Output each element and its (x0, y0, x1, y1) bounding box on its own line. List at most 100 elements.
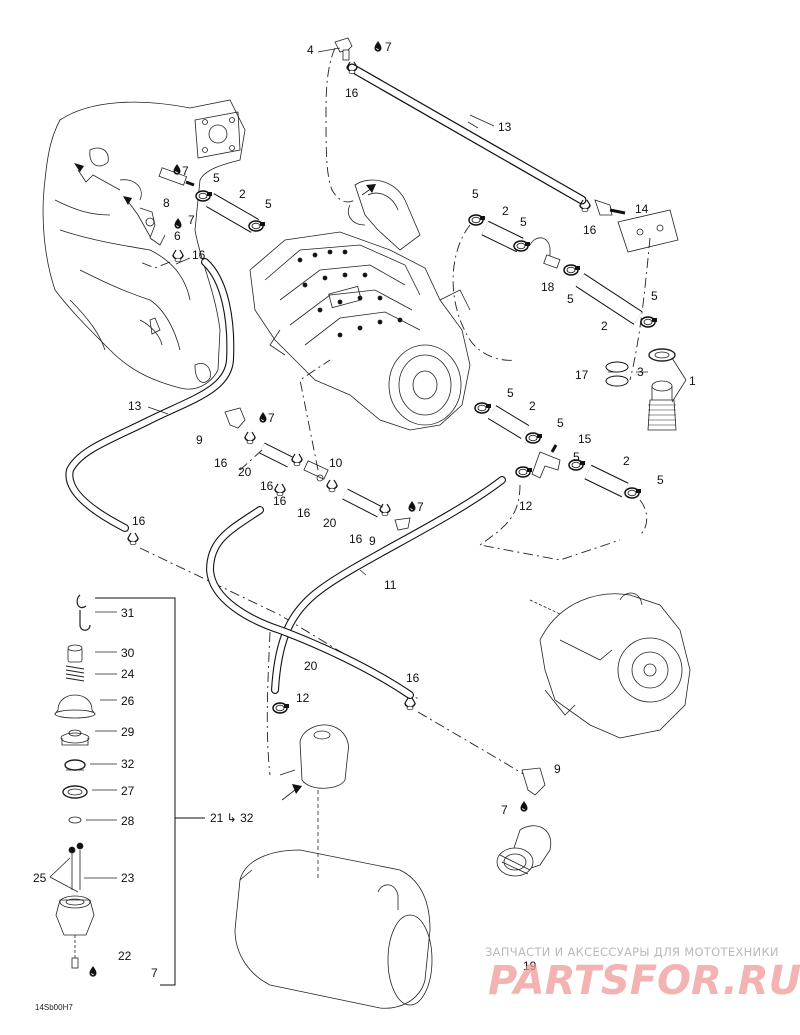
clamp-5 (563, 264, 581, 276)
callout-3: 3 (637, 365, 644, 379)
arrow-icon (281, 784, 302, 801)
callout-9: 9 (554, 762, 561, 776)
callout-18: 18 (541, 280, 555, 294)
watermark-tagline: ЗАПЧАСТИ И АКСЕССУАРЫ ДЛЯ МОТОТЕХНИКИ (485, 945, 779, 959)
hose-2-e (584, 464, 629, 498)
callout-16: 16 (132, 514, 146, 528)
clamp-16 (291, 453, 303, 467)
callout-6: 6 (174, 229, 181, 243)
callout-7: 7 (417, 500, 424, 514)
callout-2: 2 (601, 319, 608, 333)
loctite-drop-icon (173, 163, 181, 176)
clamp-16 (379, 503, 391, 517)
group-bracket (95, 597, 176, 986)
callout-12: 12 (296, 691, 310, 705)
callout-16: 16 (345, 86, 359, 100)
callout-5: 5 (507, 386, 514, 400)
callout-5: 5 (651, 289, 658, 303)
callout-16: 16 (260, 479, 274, 493)
fitting-6 (139, 207, 166, 246)
arrow-icon (74, 163, 153, 241)
callout-13: 13 (128, 399, 142, 413)
hose-2-b (481, 220, 524, 253)
callout-17: 17 (575, 368, 589, 382)
callout-16: 16 (406, 671, 420, 685)
callout-4: 4 (307, 43, 314, 57)
callout-5: 5 (520, 215, 527, 229)
loctite-drop-icon (374, 40, 382, 53)
drawing-reference-code: 14Sb00H7 (35, 1003, 73, 1012)
callout-30: 30 (121, 646, 135, 660)
arrow-icon (361, 184, 376, 196)
clamp-5 (624, 487, 642, 499)
leader-lines (49, 47, 687, 893)
callout-23: 23 (121, 871, 135, 885)
callout-16: 16 (583, 223, 597, 237)
hose-2-c (575, 273, 643, 325)
callout-16: 16 (297, 506, 311, 520)
callout-5: 5 (265, 197, 272, 211)
hose-2-d (487, 405, 530, 439)
callout-28: 28 (121, 814, 135, 828)
callout-labels: 4 7 16 13 7 8 5 2 5 7 6 16 5 2 5 18 5 14… (33, 40, 696, 980)
callout-22: 22 (118, 949, 132, 963)
hose-13-left (65, 258, 235, 532)
loctite-drop-icon (89, 965, 97, 978)
callout-7: 7 (385, 40, 392, 54)
callout-11: 11 (384, 578, 397, 592)
callout-5: 5 (213, 171, 220, 185)
callout-2: 2 (529, 399, 536, 413)
callout-8: 8 (163, 196, 170, 210)
callout-14: 14 (635, 202, 649, 216)
callout-2: 2 (239, 187, 246, 201)
callout-7: 7 (501, 803, 508, 817)
callout-2: 2 (623, 454, 630, 468)
callout-16: 16 (192, 248, 206, 262)
callout-2: 2 (502, 204, 509, 218)
callout-5: 5 (472, 187, 479, 201)
callout-16: 16 (273, 494, 287, 508)
hose-2-a (205, 193, 260, 233)
outlet-elbow (496, 825, 552, 877)
callout-9: 9 (196, 433, 203, 447)
leader-line (629, 237, 651, 381)
clamp-16 (244, 431, 256, 445)
clamp-5 (513, 240, 531, 252)
callout-16: 16 (349, 532, 363, 546)
exhaust-manifold (42, 99, 246, 390)
callout-32: 32 (121, 757, 135, 771)
callout-1: 1 (689, 374, 696, 388)
callout-5: 5 (557, 416, 564, 430)
callout-9: 9 (369, 534, 376, 548)
clamp-12 (515, 466, 533, 478)
callout-26: 26 (121, 694, 135, 708)
clamp-5 (474, 402, 492, 414)
watermark-brand: PARTSFOR.RU (488, 958, 800, 1004)
callout-24: 24 (121, 667, 135, 681)
elbow-9 (521, 767, 546, 796)
hose-20-long (205, 506, 414, 699)
callout-16: 16 (214, 456, 228, 470)
hose-13-top (325, 47, 587, 205)
callout-20: 20 (323, 516, 337, 530)
fitting-4 (334, 37, 353, 61)
callout-5: 5 (567, 292, 574, 306)
callout-20: 20 (304, 659, 318, 673)
hose-20-a (259, 442, 293, 468)
callout-5: 5 (657, 473, 664, 487)
clamp-16 (404, 697, 416, 711)
callout-10: 10 (329, 456, 343, 470)
o-ring-17 (605, 361, 629, 387)
muffler (234, 790, 433, 1009)
fitting-14 (594, 199, 679, 253)
seal-1 (647, 348, 677, 431)
callout-31: 31 (121, 606, 135, 620)
reservoir (279, 724, 349, 789)
callout-7: 7 (268, 411, 275, 425)
loctite-drop-icon (174, 217, 182, 230)
callout-7: 7 (182, 164, 189, 178)
callout-29: 29 (121, 725, 135, 739)
valve-assembly (54, 594, 96, 969)
clamp-5 (248, 220, 266, 232)
